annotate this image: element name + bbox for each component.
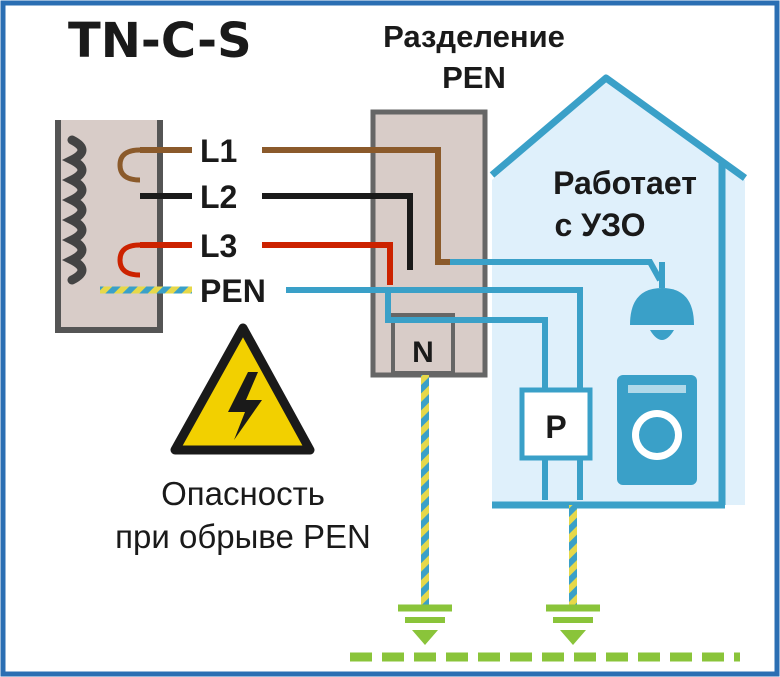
transformer bbox=[55, 120, 163, 333]
danger-label-line1: Опасность bbox=[161, 475, 325, 512]
n-terminal bbox=[391, 313, 455, 375]
danger-label-line2: при обрыве PEN bbox=[115, 518, 371, 555]
ground-symbol-right bbox=[546, 604, 600, 645]
house-roof bbox=[489, 74, 748, 181]
split-label-line1: Разделение bbox=[383, 19, 565, 54]
p-label: P bbox=[545, 409, 566, 445]
wire-label-l2: L2 bbox=[200, 179, 237, 215]
warning-icon bbox=[170, 323, 315, 455]
wire-label-l3: L3 bbox=[200, 228, 237, 264]
house-label-line1: Работает bbox=[553, 165, 697, 201]
split-label-line2: PEN bbox=[442, 60, 506, 95]
wire-l2 bbox=[140, 193, 413, 270]
wire-l3 bbox=[140, 242, 393, 285]
ground-symbol-left bbox=[398, 604, 452, 645]
n-label: N bbox=[412, 336, 434, 369]
lamp-icon bbox=[630, 262, 694, 340]
washing-machine-icon bbox=[617, 375, 697, 485]
wire-label-pen: PEN bbox=[200, 273, 266, 309]
wire-label-l1: L1 bbox=[200, 133, 237, 169]
p-box bbox=[519, 387, 593, 461]
diagram-title: TN-C-S bbox=[68, 13, 252, 69]
house-label-line2: с УЗО bbox=[554, 207, 645, 243]
